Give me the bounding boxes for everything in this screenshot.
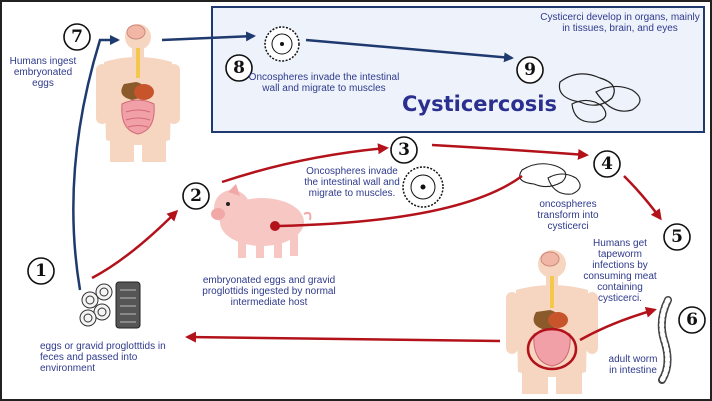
tissue-cysticerci-mid bbox=[519, 163, 581, 195]
arrow-to-6 bbox=[579, 306, 657, 342]
step-number-6: 6 bbox=[686, 310, 698, 330]
step-circle-3 bbox=[390, 136, 418, 164]
arrow-2-to-3 bbox=[221, 143, 389, 184]
oncosphere-cyst-top bbox=[264, 26, 300, 62]
step-number-8: 8 bbox=[233, 58, 245, 78]
tissue-cysticerci-top bbox=[558, 73, 641, 123]
step-number-5: 5 bbox=[671, 227, 683, 247]
step-number-3: 3 bbox=[398, 140, 410, 160]
step-number-9: 9 bbox=[524, 60, 536, 80]
arrow-4-to-5 bbox=[623, 175, 662, 221]
step-circle-6 bbox=[678, 306, 706, 334]
proglottid-illustration bbox=[115, 281, 141, 329]
arrow-8-to-9 bbox=[305, 38, 514, 63]
arrow-3-to-4 bbox=[431, 143, 589, 160]
step-circle-8 bbox=[225, 54, 253, 82]
arrow-1-to-2 bbox=[91, 209, 179, 280]
step-number-4: 4 bbox=[601, 154, 613, 174]
line-pig-to-cysticerci bbox=[277, 174, 523, 228]
step-circle-9 bbox=[516, 56, 544, 84]
adult-worm-illustration bbox=[657, 296, 672, 384]
step-label-1: eggs or gravid proglotttids in feces and… bbox=[40, 341, 166, 374]
oncosphere-cyst-mid bbox=[402, 166, 444, 208]
step-label-7: Humans ingest embryonated eggs bbox=[9, 56, 77, 89]
arrow-1-to-7 bbox=[72, 35, 120, 291]
step-circle-7 bbox=[63, 23, 91, 51]
diagram-title: Cysticercosis bbox=[402, 92, 557, 116]
arrow-7-to-8 bbox=[161, 31, 256, 42]
eggs-illustration bbox=[79, 283, 113, 327]
pig-muscle-marker bbox=[270, 221, 280, 231]
step-label-2: embryonated eggs and gravid proglottids … bbox=[202, 275, 336, 308]
step-circle-5 bbox=[663, 223, 691, 251]
step-label-9: Cysticerci develop in organs, mainly in … bbox=[540, 12, 700, 34]
step-label-3: Oncospheres invade the intestinal wall a… bbox=[304, 166, 400, 199]
arrow-6-to-1 bbox=[185, 331, 501, 343]
step-circle-1 bbox=[27, 257, 55, 285]
step-circle-2 bbox=[182, 182, 210, 210]
step-label-8: Oncospheres invade the intestinal wall a… bbox=[248, 72, 400, 94]
step-label-4: oncospheres transform into cysticerci bbox=[537, 199, 599, 232]
step-circle-4 bbox=[593, 150, 621, 178]
step-number-7: 7 bbox=[71, 27, 83, 47]
step-label-5: Humans get tapeworm infections by consum… bbox=[583, 238, 657, 304]
pig-illustration bbox=[211, 184, 312, 258]
human-figure-bottom bbox=[506, 250, 598, 394]
step-number-2: 2 bbox=[190, 186, 202, 206]
step-label-6: adult worm in intestine bbox=[608, 354, 658, 376]
step-number-1: 1 bbox=[35, 261, 47, 281]
human-figure-top bbox=[96, 24, 180, 162]
